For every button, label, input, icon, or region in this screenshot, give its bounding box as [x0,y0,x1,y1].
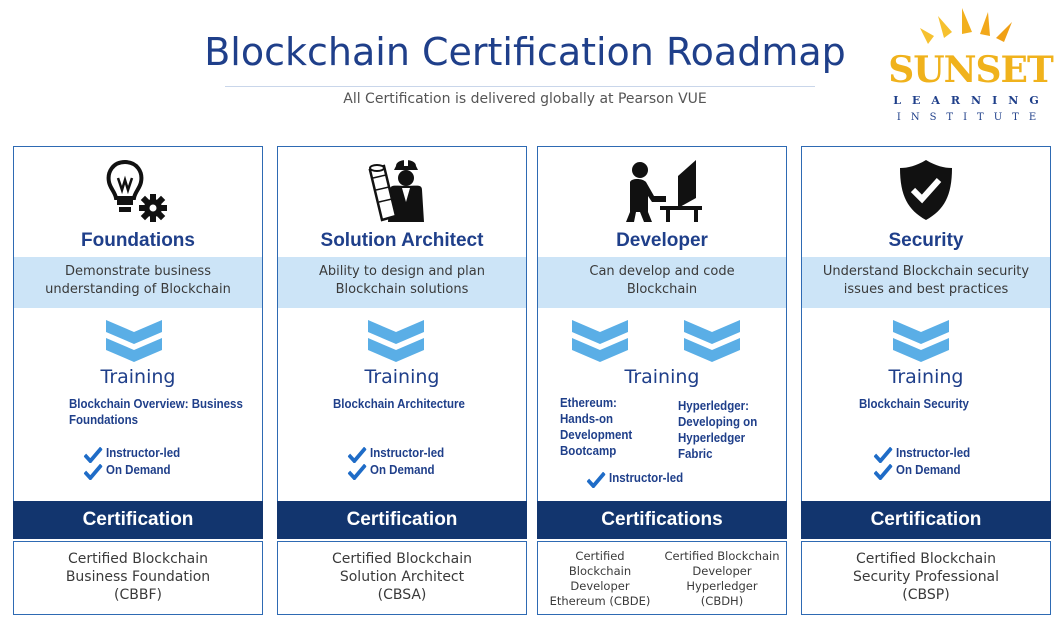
shield-check-icon [801,156,1051,224]
delivery-instructor-led: Instructor-led [347,446,445,463]
checkmark-icon [586,472,606,488]
developer-at-computer-icon [537,156,787,224]
delivery-label: Instructor-led [896,446,971,460]
delivery-on-demand: On Demand [83,463,171,480]
delivery-label: Instructor-led [106,446,181,460]
description-line: Can develop and code [589,264,735,279]
training-heading: Training [888,366,964,388]
description-line: Ability to design and plan [318,264,485,279]
delivery-on-demand: On Demand [873,463,961,480]
course-name-hyperledger[interactable]: Hyperledger: Developing on Hyperledger F… [678,399,758,461]
description-line: Demonstrate business [65,264,211,279]
sun-rays-icon [920,8,1012,44]
course-name-ethereum[interactable]: Ethereum: Hands-on Development Bootcamp [560,396,633,458]
delivery-label: On Demand [896,463,961,477]
delivery-label: On Demand [106,463,171,477]
certification-card[interactable]: Certified Blockchain Developer Ethereum … [537,541,787,615]
certification-name: Certified Blockchain Solution Architect … [331,551,473,603]
certification-name-cbdh: Certified Blockchain Developer Hyperledg… [664,549,780,608]
role-description: Understand Blockchain security issues an… [802,257,1050,308]
delivery-on-demand: On Demand [347,463,435,480]
certification-card[interactable]: Certified Blockchain Solution Architect … [277,541,527,615]
certification-card[interactable]: Certified Blockchain Security Profession… [801,541,1051,615]
logo-wordmark: SUNSET [888,49,1054,91]
description-line: Blockchain solutions [335,282,469,297]
role-description: Demonstrate business understanding of Bl… [14,257,262,308]
certification-header: Certifications [537,501,787,539]
checkmark-icon [83,464,103,480]
certification-name: Certified Blockchain Business Foundation… [65,551,211,603]
role-description: Ability to design and plan Blockchain so… [278,257,526,308]
course-name[interactable]: Blockchain Overview: Business Foundation… [69,397,243,427]
checkmark-icon [873,464,893,480]
description-line: Understand Blockchain security [822,264,1030,279]
role-title: Solution Architect [320,230,484,251]
checkmark-icon [347,447,367,463]
lightbulb-gear-icon [13,156,263,224]
checkmark-icon [347,464,367,480]
course-name[interactable]: Blockchain Architecture [333,397,465,411]
description-line: Blockchain [626,282,698,297]
certification-header: Certification [277,501,527,539]
page-subtitle: All Certification is delivered globally … [343,91,707,107]
training-heading: Training [364,366,440,388]
role-title: Developer [616,230,708,251]
course-name[interactable]: Blockchain Security [859,397,969,411]
description-line: issues and best practices [843,282,1009,297]
role-title: Security [888,230,964,251]
column-frame [13,146,263,539]
chevron-down-icon [106,320,162,362]
role-description: Can develop and code Blockchain [538,257,786,308]
training-heading: Training [100,366,176,388]
title-divider [225,86,815,87]
page-title: Blockchain Certification Roadmap [204,30,846,74]
chevron-down-icon [893,320,949,362]
training-heading: Training [624,366,700,388]
certification-header: Certification [801,501,1051,539]
certification-name-cbde: Certified Blockchain Developer Ethereum … [549,549,651,608]
chevron-down-icon [684,320,740,362]
delivery-instructor-led: Instructor-led [586,471,684,488]
description-line: understanding of Blockchain [45,282,231,297]
logo-line-learning: LEARNING [893,94,1050,107]
certification-header: Certification [13,501,263,539]
sunset-logo: SUNSET LEARNING INSTITUTE [888,6,1054,128]
logo-line-institute: INSTITUTE [896,112,1047,123]
architect-worker-icon [277,156,527,224]
checkmark-icon [83,447,103,463]
delivery-instructor-led: Instructor-led [873,446,971,463]
delivery-label: On Demand [370,463,435,477]
chevron-down-icon [572,320,628,362]
checkmark-icon [873,447,893,463]
certification-name: Certified Blockchain Security Profession… [852,551,1000,603]
delivery-label: Instructor-led [609,471,684,485]
chevron-down-icon [368,320,424,362]
delivery-instructor-led: Instructor-led [83,446,181,463]
delivery-label: Instructor-led [370,446,445,460]
certification-card[interactable]: Certified Blockchain Business Foundation… [13,541,263,615]
role-title: Foundations [81,230,195,251]
